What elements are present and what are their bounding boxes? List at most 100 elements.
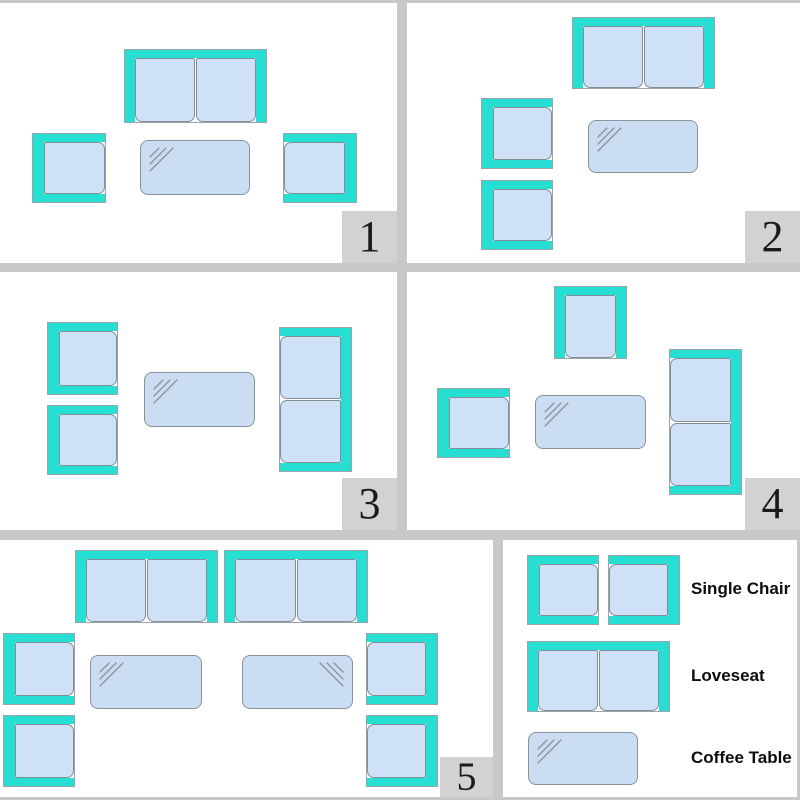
seat-cushion — [670, 358, 731, 422]
seat-cushion — [539, 564, 598, 616]
single-chair — [3, 715, 75, 787]
seat-cushions — [583, 26, 704, 88]
sofa-arm — [539, 556, 598, 564]
sofa-back — [426, 634, 437, 704]
sofa-back — [555, 287, 626, 295]
sofa-back — [528, 556, 539, 624]
loveseat — [224, 550, 368, 623]
loveseat — [124, 49, 267, 123]
seat-cushion — [583, 26, 643, 88]
sofa-arm — [15, 696, 74, 704]
layout-panel-5: 5 — [0, 540, 493, 797]
layout-panel-3: 3 — [0, 272, 397, 530]
seat-cushion — [15, 642, 74, 696]
loveseat — [572, 17, 715, 89]
seat-cushions — [86, 559, 207, 622]
coffee-table — [535, 395, 646, 449]
sofa-back — [33, 134, 44, 202]
sofa-arm — [280, 328, 341, 336]
single-chair — [47, 405, 118, 475]
single-chair — [283, 133, 357, 203]
sofa-arm — [284, 194, 345, 202]
seat-cushion — [493, 107, 552, 160]
seat-cushion — [670, 422, 731, 486]
sofa-arm — [449, 389, 509, 397]
sofa-arm — [493, 99, 552, 107]
coffee-table — [588, 120, 698, 173]
sofa-back — [4, 634, 15, 704]
sofa-back — [48, 406, 59, 474]
sofa-arm — [59, 323, 117, 331]
sofa-back — [668, 556, 679, 624]
sofa-arm — [493, 241, 552, 249]
sofa-arm — [573, 18, 583, 88]
panel-number-badge: 5 — [440, 757, 493, 797]
panel-number-badge: 3 — [342, 478, 397, 530]
glass-shine-icon — [537, 739, 562, 764]
furniture-layer — [0, 540, 493, 797]
sofa-back — [4, 716, 15, 786]
glass-shine-icon — [597, 127, 622, 152]
single-chair — [47, 322, 118, 395]
panel-number-badge: 4 — [745, 478, 800, 530]
sofa-arm — [367, 696, 426, 704]
sofa-arm — [609, 616, 668, 624]
sofa-arm — [555, 295, 565, 358]
single-chair — [366, 633, 438, 705]
loveseat — [75, 550, 218, 623]
furniture-layer — [0, 3, 397, 263]
panel-number-badge: 1 — [342, 211, 397, 263]
sofa-arm — [125, 50, 135, 122]
coffee-table — [528, 732, 638, 785]
sofa-arm — [449, 449, 509, 457]
sofa-arm — [207, 551, 217, 622]
seat-cushion — [284, 142, 345, 194]
glass-shine-icon — [153, 379, 178, 404]
seat-cushion — [599, 650, 659, 711]
legend-panel: Single Chair Loveseat Coffee Table — [503, 540, 797, 797]
seat-cushions — [135, 58, 256, 122]
sofa-back — [341, 328, 351, 471]
single-chair — [527, 555, 599, 625]
seat-cushions — [235, 559, 357, 622]
sofa-arm — [493, 181, 552, 189]
single-chair — [608, 555, 680, 625]
sofa-arm — [367, 634, 426, 642]
legend-label-coffee-table: Coffee Table — [691, 748, 792, 767]
sofa-back — [345, 134, 356, 202]
sofa-arm — [59, 466, 117, 474]
furniture-layer — [0, 272, 397, 530]
sofa-arm — [44, 194, 105, 202]
loveseat — [279, 327, 352, 472]
glass-shine-icon — [319, 662, 344, 687]
seat-cushion — [15, 724, 74, 778]
furniture-layer — [407, 272, 800, 530]
sofa-arm — [616, 295, 626, 358]
single-chair — [481, 180, 553, 250]
sofa-arm — [367, 778, 426, 786]
seat-cushion — [367, 724, 426, 778]
sofa-back — [573, 18, 714, 26]
coffee-table — [242, 655, 353, 709]
seat-cushion — [493, 189, 552, 241]
layout-panel-1: 1 — [0, 3, 397, 263]
sofa-arm — [280, 463, 341, 471]
seat-cushion — [449, 397, 509, 449]
sofa-back — [438, 389, 449, 457]
seat-cushion — [147, 559, 207, 622]
furniture-layer — [407, 3, 800, 263]
sofa-arm — [493, 160, 552, 168]
legend-label-loveseat: Loveseat — [691, 666, 765, 685]
sofa-back — [125, 50, 266, 58]
seat-cushions — [670, 358, 731, 486]
sofa-back — [48, 323, 59, 394]
seat-cushion — [44, 142, 105, 194]
loveseat — [669, 349, 742, 495]
sofa-arm — [15, 778, 74, 786]
sofa-arm — [59, 386, 117, 394]
single-chair — [481, 98, 553, 169]
coffee-table — [90, 655, 202, 709]
coffee-table — [140, 140, 250, 195]
sofa-arm — [539, 616, 598, 624]
